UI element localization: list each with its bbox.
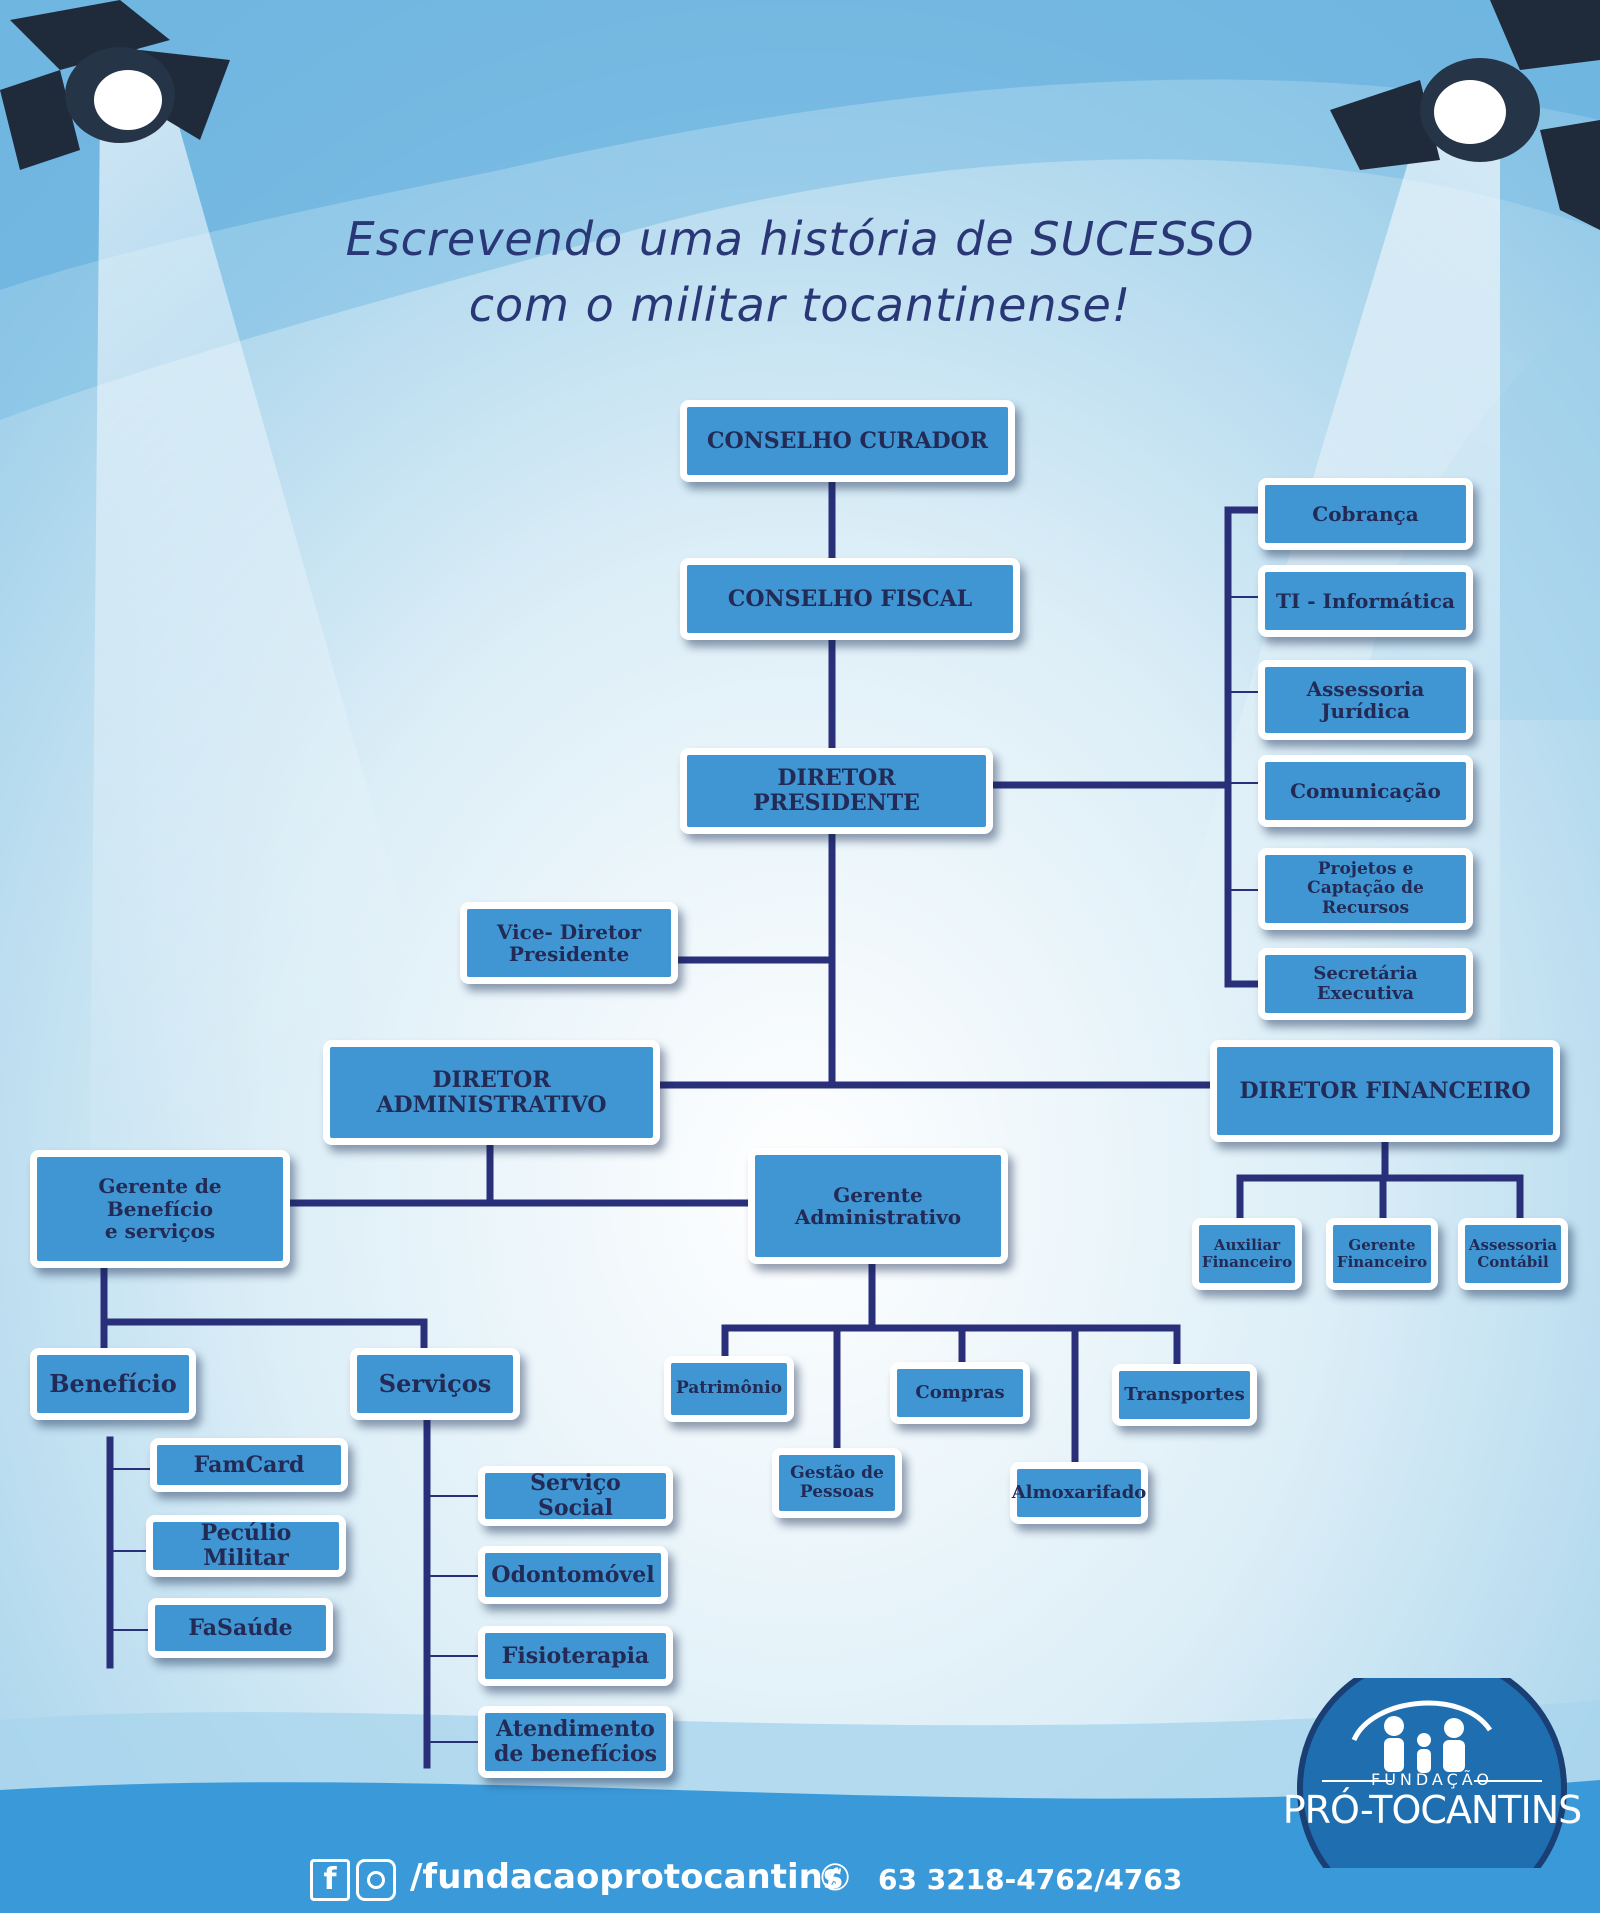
fasaude-box: FaSaúde <box>148 1598 333 1658</box>
patrimonio-box: Patrimônio <box>664 1356 794 1422</box>
gestao-pessoas-box: Gestão de Pessoas <box>772 1448 902 1518</box>
assessoria-ti-box: TI - Informática <box>1258 565 1473 637</box>
diretor-administrativo-box: DIRETOR ADMINISTRATIVO <box>323 1040 660 1145</box>
transportes-box: Transportes <box>1112 1364 1257 1426</box>
conselho-fiscal-box: CONSELHO FISCAL <box>680 558 1020 640</box>
fisioterapia-box: Fisioterapia <box>478 1626 673 1686</box>
odontomovel-box: Odontomóvel <box>478 1546 668 1604</box>
logo-emblem-icon <box>1297 1653 1567 1913</box>
headline-line-1: Escrevendo uma história de SUCESSO <box>345 212 1255 266</box>
assessoria-comunicacao-box: Comunicação <box>1258 755 1473 827</box>
assessoria-projetos-box: Projetos e Captação de Recursos <box>1258 848 1473 930</box>
conselho-curador-box: CONSELHO CURADOR <box>680 400 1015 482</box>
compras-box: Compras <box>890 1362 1030 1424</box>
phone-number[interactable]: 63 3218-4762/4763 <box>878 1863 1183 1896</box>
assessoria-secretaria-box: Secretária Executiva <box>1258 948 1473 1020</box>
social-handle[interactable]: /fundacaoprotocantins <box>410 1857 844 1897</box>
servico-social-box: Serviço Social <box>478 1466 673 1526</box>
gerente-beneficio-box: Gerente de Benefício e serviços <box>30 1150 290 1268</box>
peculio-militar-box: Pecúlio Militar <box>146 1515 346 1577</box>
logo-top-text: FUNDAÇÃO <box>1370 1770 1493 1789</box>
gerente-financeiro-box: Gerente Financeiro <box>1326 1218 1438 1290</box>
auxiliar-financeiro-box: Auxiliar Financeiro <box>1192 1218 1302 1290</box>
almoxarifado-box: Almoxarifado <box>1010 1462 1148 1524</box>
diretor-presidente-box: DIRETOR PRESIDENTE <box>680 748 993 834</box>
beneficio-box: Benefício <box>30 1348 196 1420</box>
assessoria-contabil-box: Assessoria Contábil <box>1458 1218 1568 1290</box>
logo-name: PRÓ-TOCANTINS <box>1282 1788 1583 1832</box>
facebook-icon[interactable]: f <box>310 1859 350 1901</box>
headline-line-2: com o militar tocantinense! <box>468 278 1132 332</box>
logo: FUNDAÇÃO PRÓ-TOCANTINS <box>1262 1653 1582 1913</box>
famcard-box: FamCard <box>150 1438 348 1492</box>
instagram-icon[interactable] <box>356 1859 396 1901</box>
assessoria-cobranca-box: Cobrança <box>1258 478 1473 550</box>
vice-diretor-box: Vice- Diretor Presidente <box>460 902 678 984</box>
gerente-administrativo-box: Gerente Administrativo <box>748 1148 1008 1264</box>
spotlight-left-icon <box>0 0 230 170</box>
servicos-box: Serviços <box>350 1348 520 1420</box>
footer: f /fundacaoprotocantins ✆ 63 3218-4762/4… <box>0 1855 1600 1913</box>
atendimento-beneficios-box: Atendimento de benefícios <box>478 1706 673 1778</box>
diretor-financeiro-box: DIRETOR FINANCEIRO <box>1210 1040 1560 1142</box>
assessoria-juridica-box: Assessoria Jurídica <box>1258 660 1473 740</box>
spotlight-right-icon <box>1330 0 1600 230</box>
phone-icon: ✆ <box>820 1858 851 1899</box>
